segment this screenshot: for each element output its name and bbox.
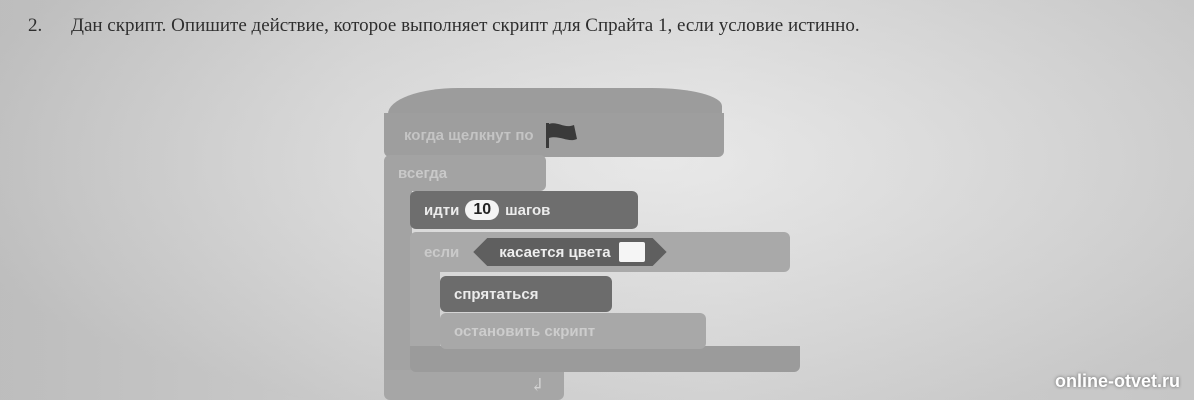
stop-label: остановить скрипт bbox=[454, 322, 596, 340]
move-label: идти bbox=[424, 201, 460, 219]
stop-script-block[interactable]: остановить скрипт bbox=[440, 313, 706, 349]
touching-color-block[interactable]: касается цвета bbox=[473, 238, 666, 266]
watermark: online-otvet.ru bbox=[1055, 371, 1180, 391]
move-steps-input[interactable]: 10 bbox=[465, 200, 500, 220]
color-swatch[interactable] bbox=[619, 242, 645, 262]
loop-arrow-icon: ↲ bbox=[530, 375, 546, 395]
move-unit-label: шагов bbox=[505, 201, 551, 219]
touching-color-label: касается цвета bbox=[499, 243, 611, 261]
hide-label: спрятаться bbox=[454, 285, 539, 303]
move-steps-block[interactable]: идти 10 шагов bbox=[410, 191, 638, 229]
forever-block-arm bbox=[384, 185, 412, 385]
flag-icon bbox=[545, 123, 577, 148]
forever-block-bottom bbox=[384, 370, 564, 400]
when-flag-clicked-block[interactable]: когда щелкнут по bbox=[384, 113, 724, 157]
hat-block-label: когда щелкнут по bbox=[404, 126, 534, 144]
hide-block[interactable]: спрятаться bbox=[440, 276, 612, 312]
question-number: 2. bbox=[28, 15, 43, 36]
if-block-arm bbox=[410, 266, 440, 350]
forever-label: всегда bbox=[398, 164, 448, 182]
if-block-bottom bbox=[410, 346, 800, 372]
if-label: если bbox=[424, 243, 460, 261]
question-text: Дан скрипт. Опишите действие, которое вы… bbox=[71, 15, 860, 36]
if-block[interactable]: если касается цвета bbox=[410, 232, 790, 272]
